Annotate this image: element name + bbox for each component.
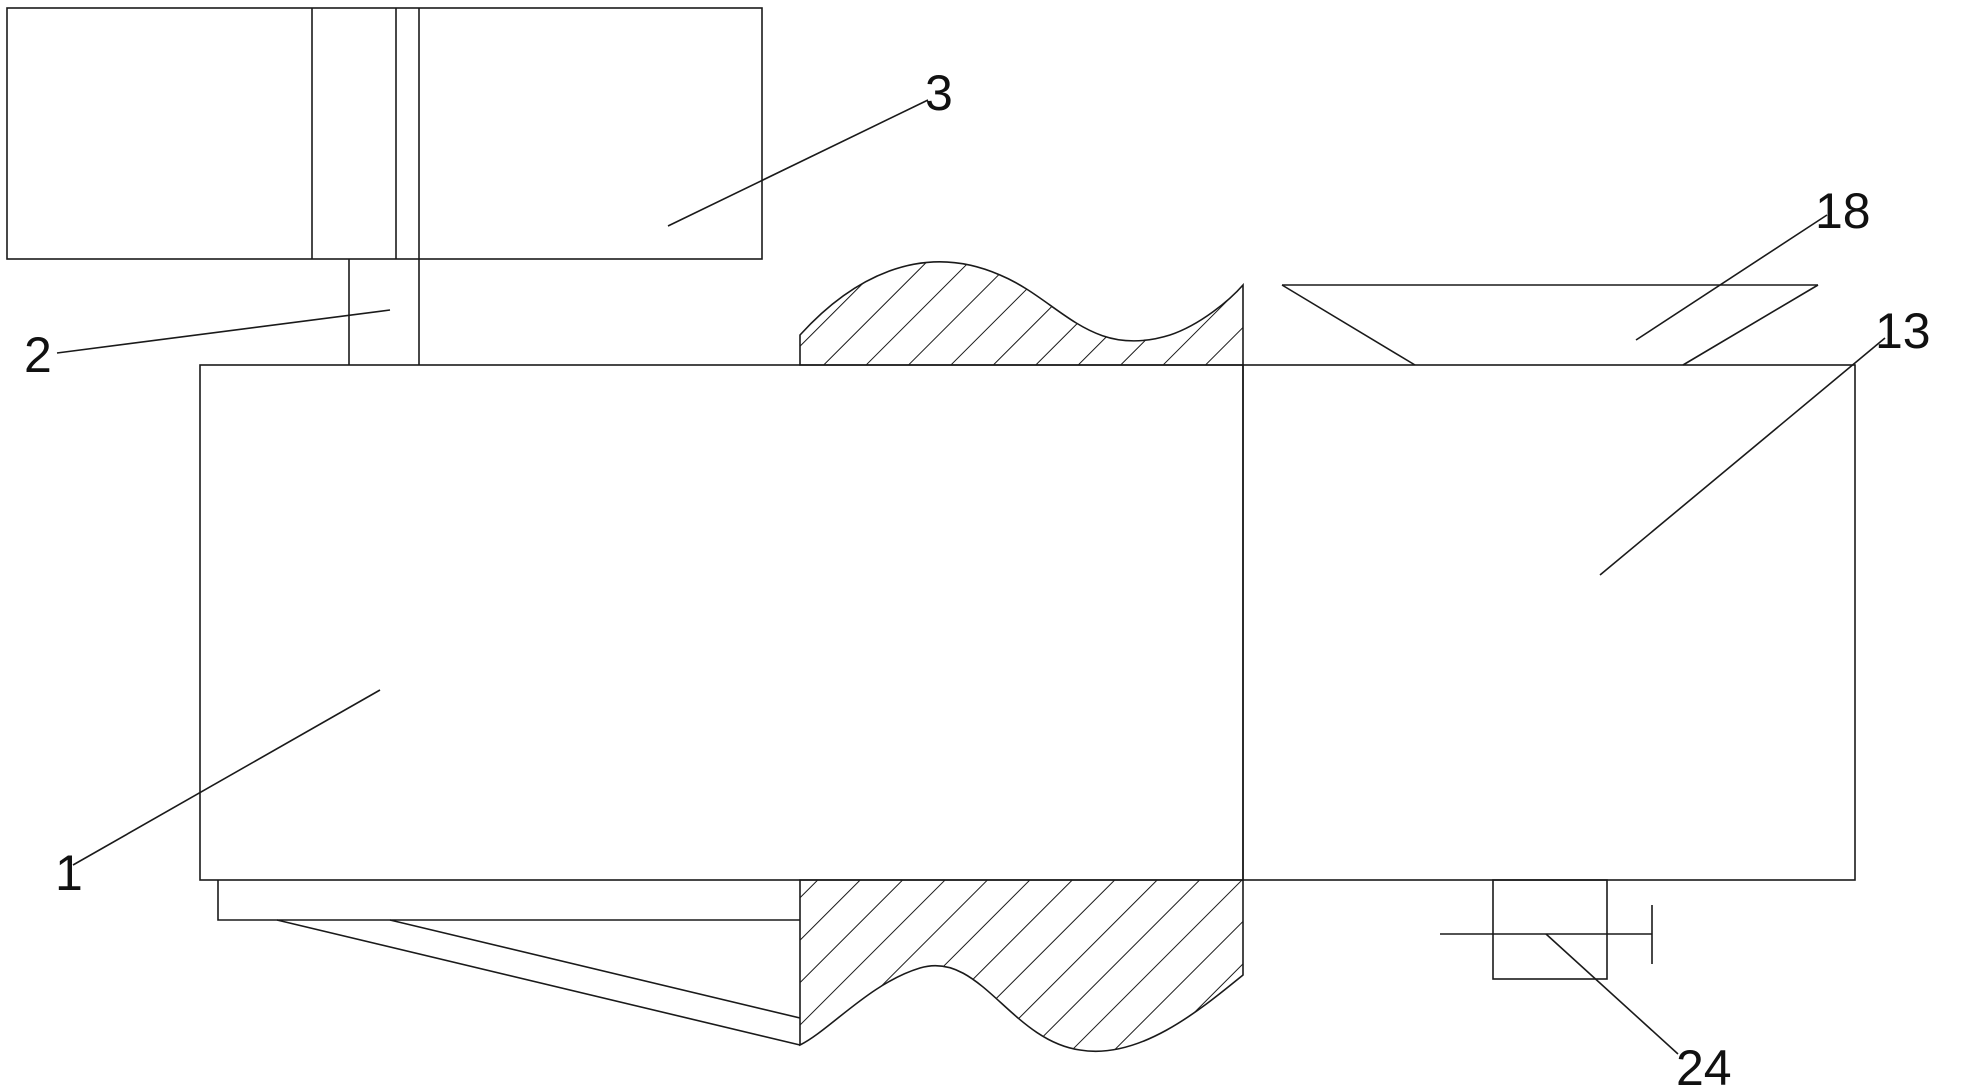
main-body-right xyxy=(1242,364,1856,881)
upper-box xyxy=(6,7,763,260)
label-24: 24 xyxy=(1676,1040,1732,1087)
leader-lines xyxy=(56,99,1886,1055)
label-13: 13 xyxy=(1875,303,1931,359)
label-2: 2 xyxy=(24,327,52,383)
hatched-section-top xyxy=(799,261,1244,366)
label-3: 3 xyxy=(925,65,953,121)
bottom-chute xyxy=(217,880,801,1046)
connecting-shaft xyxy=(348,259,420,365)
bottom-valve xyxy=(1440,879,1653,980)
label-18: 18 xyxy=(1815,183,1871,239)
hatched-section-bottom xyxy=(799,879,1244,1053)
hopper xyxy=(1281,284,1819,366)
main-body-left xyxy=(199,364,1244,881)
label-1: 1 xyxy=(55,845,83,901)
